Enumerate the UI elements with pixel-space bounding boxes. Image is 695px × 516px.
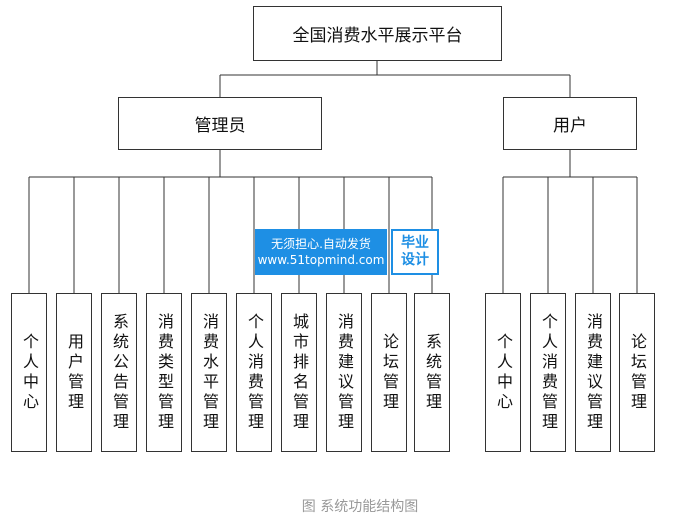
watermark-badge: 毕业 设计 [391,229,439,275]
admin-child-forum-management: 论坛管理 [371,293,407,452]
root-node: 全国消费水平展示平台 [253,6,502,61]
admin-child-personal-center: 个人中心 [11,293,47,452]
watermark-badge-line2: 设计 [401,252,429,268]
admin-child-consumption-level-management: 消费水平管理 [191,293,227,452]
figure-caption: 图 系统功能结构图 [301,499,419,515]
admin-child-system-management: 系统管理 [414,293,450,452]
user-child-forum-management: 论坛管理 [619,293,655,452]
admin-child-personal-consumption-management: 个人消费管理 [236,293,272,452]
admin-child-consumption-advice-management: 消费建议管理 [326,293,362,452]
admin-child-user-management: 用户管理 [56,293,92,452]
user-node: 用户 [503,97,637,150]
watermark-line1: 无须担心.自动发货 [271,237,371,251]
user-child-personal-center: 个人中心 [485,293,521,452]
admin-child-consumption-type-management: 消费类型管理 [146,293,182,452]
user-child-consumption-advice-management: 消费建议管理 [575,293,611,452]
admin-child-city-ranking-management: 城市排名管理 [281,293,317,452]
admin-child-announcement-management: 系统公告管理 [101,293,137,452]
user-child-personal-consumption-management: 个人消费管理 [530,293,566,452]
watermark-line2: www.51topmind.com [257,253,385,267]
admin-node: 管理员 [118,97,322,150]
watermark-badge-line1: 毕业 [401,235,429,251]
watermark: 无须担心.自动发货 www.51topmind.com 毕业 设计 [255,229,439,275]
watermark-text-block: 无须担心.自动发货 www.51topmind.com [255,229,387,275]
